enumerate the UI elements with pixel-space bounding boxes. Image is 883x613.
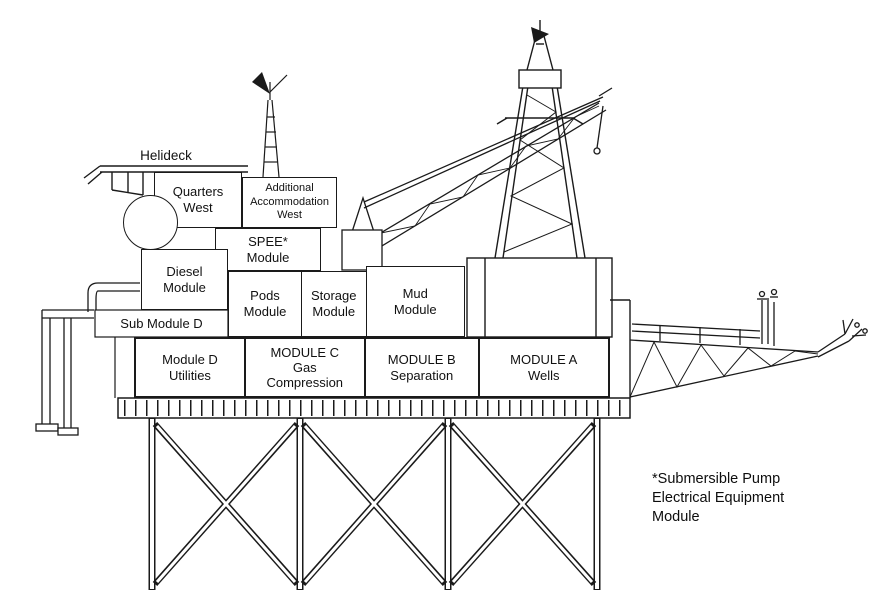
- jacket-structure: [148, 418, 601, 590]
- left-piping: [35, 282, 140, 436]
- pods-module: Pods Module: [228, 271, 302, 337]
- tank-circle: [123, 195, 178, 250]
- deck-band: [114, 337, 631, 419]
- module-c-gas-compression: MODULE C Gas Compression: [243, 337, 366, 398]
- crane: [341, 87, 613, 271]
- storage-module: Storage Module: [300, 271, 367, 337]
- flare-bridge: [629, 288, 868, 398]
- spee-module: SPEE* Module: [215, 228, 321, 271]
- antenna-mast: [252, 72, 288, 178]
- module-b-separation: MODULE B Separation: [363, 337, 480, 398]
- footnote-spee-definition: *Submersible Pump Electrical Equipment M…: [652, 471, 785, 526]
- mud-module: Mud Module: [365, 266, 465, 337]
- quarters-west-module: Quarters West: [154, 172, 242, 228]
- sub-module-d-label: Sub Module D: [120, 316, 203, 331]
- sub-module-d-outline: [94, 309, 229, 338]
- module-d-utilities: Module D Utilities: [134, 337, 246, 398]
- module-a-wells: MODULE A Wells: [477, 337, 610, 398]
- helideck-label: Helideck: [140, 147, 192, 163]
- diesel-module: Diesel Module: [141, 249, 228, 310]
- additional-accommodation-module: Additional Accommodation West: [242, 177, 337, 228]
